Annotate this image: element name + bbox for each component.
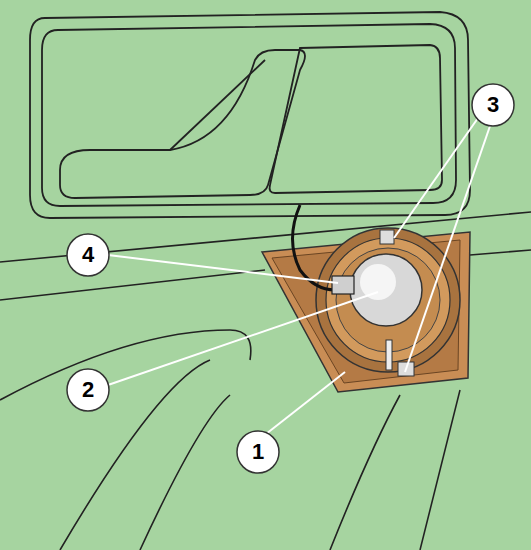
leader-lines: [108, 118, 490, 434]
leader-line: [108, 255, 338, 283]
leader-line: [405, 126, 490, 372]
callout-number: 3: [473, 85, 513, 125]
callout-circles: [67, 84, 514, 473]
armrest-line: [330, 395, 400, 550]
handle-outline: [30, 12, 470, 218]
trim-line: [470, 250, 531, 255]
armrest-line: [0, 330, 251, 400]
handle-grip: [270, 45, 442, 193]
retaining-clip: [380, 230, 394, 244]
trim-line: [0, 270, 265, 300]
speaker-frame: [316, 228, 460, 372]
wire-connector: [332, 276, 354, 294]
handle-lever: [60, 50, 305, 198]
retaining-clip: [386, 340, 392, 370]
callout-number: 4: [68, 235, 108, 275]
door-handle-recess: [30, 12, 470, 218]
armrest-line: [420, 390, 460, 550]
callout-number: 2: [68, 370, 108, 410]
callout-circle: [67, 369, 109, 411]
callout-circle: [237, 431, 279, 473]
handle-lever: [170, 60, 265, 150]
leader-line: [394, 118, 478, 238]
callout-number: 1: [238, 432, 278, 472]
door-lines: [0, 212, 531, 550]
armrest-line: [140, 395, 230, 550]
handle-outline: [42, 24, 456, 206]
speaker-cone: [336, 248, 440, 352]
callout-circle: [67, 234, 109, 276]
callout-circle: [472, 84, 514, 126]
speaker-magnet: [350, 254, 422, 326]
leader-line: [266, 372, 345, 434]
speaker-highlight: [360, 264, 396, 300]
leader-line: [108, 292, 378, 385]
